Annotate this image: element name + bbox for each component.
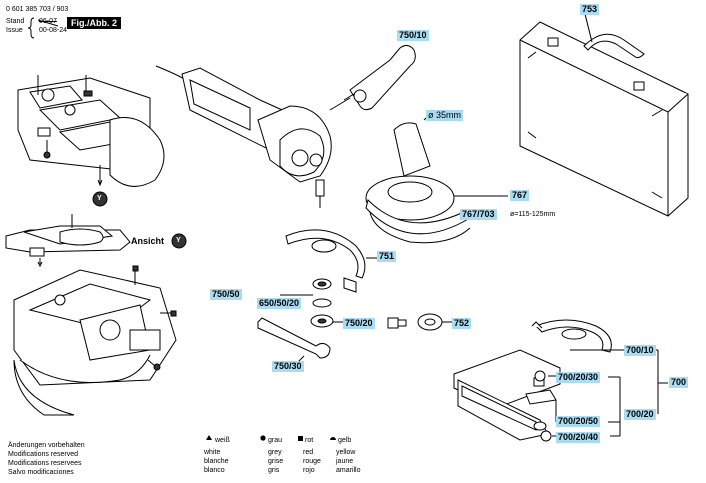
footer-note: Salvo modificaciones (8, 469, 74, 476)
legend-red-fr: rouge (303, 458, 321, 465)
view-marker-y (171, 233, 187, 249)
legend-yellow-fr: jaune (336, 458, 354, 465)
callout-700-20-50: 700/20/50 (556, 416, 601, 427)
legend-grey-fr: grise (268, 458, 284, 465)
view-marker-text: Y (176, 237, 181, 244)
inset-switch-detail (17, 75, 165, 207)
angle-grinder (155, 65, 332, 208)
callout-700: 700 (669, 377, 689, 388)
legend-grey-circle-icon (260, 435, 266, 441)
callout-753: 753 (580, 4, 600, 15)
callout-750-50: 750/50 (210, 289, 242, 300)
legend-white-triangle-icon (206, 435, 212, 440)
header-brace (27, 17, 35, 39)
strikethrough-line (37, 19, 59, 27)
legend-red-square-icon (298, 436, 303, 441)
callout-767: 767 (510, 190, 530, 201)
legend-white-es: blanco (204, 467, 225, 474)
protective-guard (285, 229, 378, 293)
callout-700-20: 700/20 (624, 409, 656, 420)
legend-yellow-en: yellow (336, 449, 356, 456)
legend-yellow-halfcircle-icon (330, 437, 336, 440)
callout-650-50-20: 650/50/20 (257, 298, 302, 309)
carrying-case (519, 13, 689, 217)
footer-note: Änderungen vorbehalten (8, 442, 85, 449)
footer-note: Modifications reservees (8, 460, 82, 467)
auxiliary-handle (329, 44, 416, 111)
callout-750-20: 750/20 (343, 318, 375, 329)
figure-label: Fig./Abb. 2 (67, 17, 121, 29)
view-marker-y-top (92, 191, 108, 207)
callout-700-10: 700/10 (624, 345, 656, 356)
stand-label: Stand (6, 18, 25, 25)
doc-number: 0 601 385 703 / 903 (6, 6, 69, 13)
legend-white-en: white (204, 449, 221, 456)
inset-view-y (5, 214, 187, 268)
legend-red-es: rojo (303, 467, 315, 474)
callout-752: 752 (452, 318, 472, 329)
legend-red-de: rot (305, 437, 314, 444)
callout-767-703: 767/703 (460, 209, 497, 220)
callout-750-30: 750/30 (272, 361, 304, 372)
legend-red-en: red (303, 449, 314, 456)
legend-grey-en: grey (268, 449, 282, 456)
ansicht-label: Ansicht (131, 236, 165, 246)
callout-700-20-40: 700/20/40 (556, 432, 601, 443)
stand-date: 00-08-24 (39, 27, 68, 34)
extraction-guard (365, 113, 508, 244)
issue-label: Issue (6, 27, 23, 34)
two-pin-spanner (257, 317, 331, 361)
callout-700-20-30: 700/20/30 (556, 372, 601, 383)
inset-housing-detail (13, 265, 177, 416)
callout-751: 751 (377, 251, 397, 262)
legend-grey-es: gris (268, 467, 280, 474)
callout-750-10: 750/10 (397, 30, 429, 41)
legend-yellow-es: amarillo (336, 467, 361, 474)
view-marker-top-text: Y (97, 195, 102, 202)
legend-grey-de: grau (268, 437, 283, 444)
diameter-range: ø=115-125mm (510, 211, 556, 218)
cutting-guide-assembly (453, 319, 668, 442)
callout-diameter-35: ø 35mm (426, 110, 464, 121)
stand-old-date: 06-07 (39, 18, 57, 25)
legend-yellow-de: gelb (338, 437, 352, 444)
legend-white-de: weiß (215, 437, 230, 444)
footer-note: Modifications reserved (8, 451, 79, 458)
legend-white-fr: blanche (204, 458, 229, 465)
flange-set (280, 278, 443, 331)
